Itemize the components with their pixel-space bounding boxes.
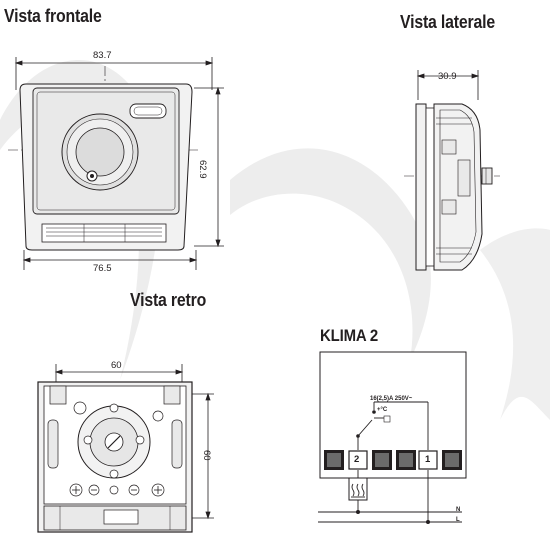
wiring-rating: 16(2,5)A 250V~: [370, 396, 413, 402]
side-depth-label: 30.9: [438, 71, 457, 82]
terminal-1-label: 1: [425, 454, 431, 465]
front-width-label: 83.7: [93, 50, 112, 61]
terminal-2-label: 2: [354, 454, 360, 465]
front-base-width-label: 76.5: [93, 263, 112, 274]
back-view-title: Vista retro: [130, 290, 207, 310]
wiring-temp-symbol: +°C: [377, 407, 388, 413]
front-view-title: Vista frontale: [4, 6, 102, 26]
neutral-label: N: [456, 507, 461, 513]
wiring-title: KLIMA 2: [320, 326, 379, 345]
line-label: L: [456, 517, 460, 523]
back-width-label: 60: [111, 360, 122, 371]
side-view-title: Vista laterale: [400, 12, 495, 32]
